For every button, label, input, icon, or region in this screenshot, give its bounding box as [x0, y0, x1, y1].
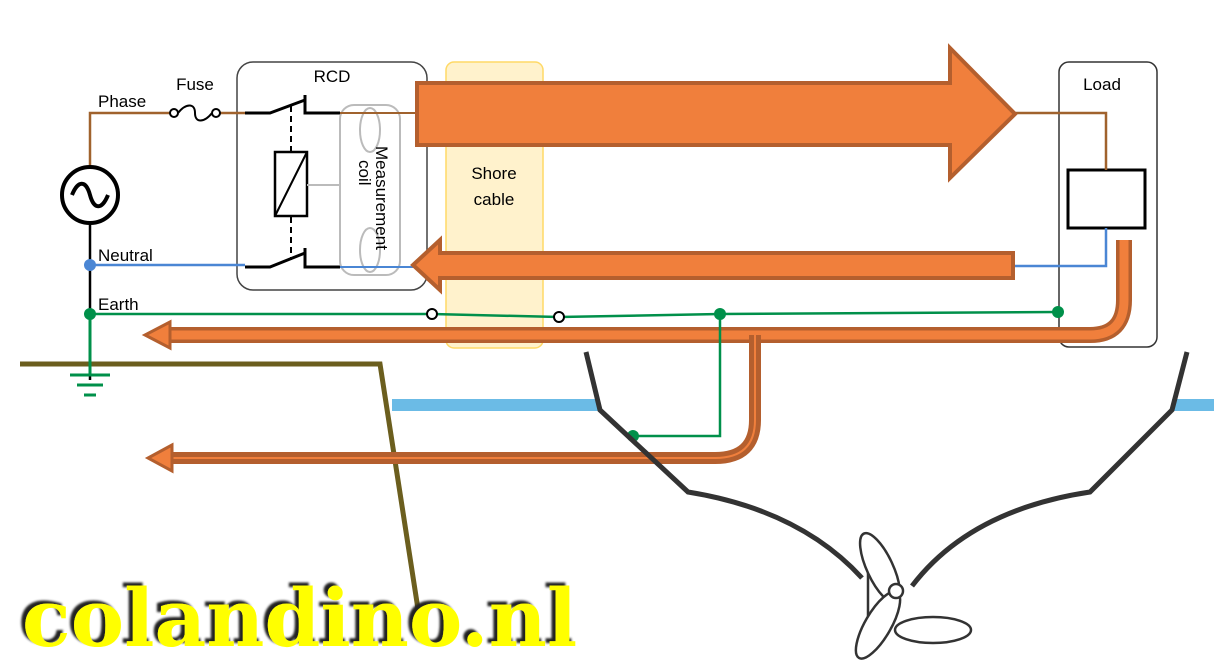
earth-node-boat — [714, 308, 726, 320]
earth-node-load — [1052, 306, 1064, 318]
phase-label: Phase — [98, 92, 146, 111]
neutral-wire-load — [1013, 228, 1108, 268]
shore-cable-label-1: Shore — [471, 164, 516, 183]
connector-icon — [426, 308, 438, 320]
fuse-label: Fuse — [176, 75, 214, 94]
leakage-current-arrow-earth — [141, 240, 1132, 351]
connector-icon — [553, 311, 565, 323]
phase-current-arrow — [415, 43, 1018, 183]
neutral-label: Neutral — [98, 246, 153, 265]
earth-wire-hull — [633, 314, 722, 438]
load-element — [1066, 168, 1147, 230]
propeller-icon — [854, 531, 973, 660]
measurement-coil-label-2: coil — [355, 160, 374, 186]
rcd-box — [236, 61, 428, 291]
ac-source-icon — [60, 165, 120, 225]
ground-line — [20, 361, 423, 623]
fuse-icon — [169, 104, 221, 122]
neutral-current-arrow — [410, 235, 1015, 295]
leakage-current-arrow-water — [144, 335, 761, 474]
shore-cable-label-2: cable — [474, 190, 515, 209]
earth-node — [84, 308, 96, 320]
site-logo: colandino.nl — [22, 571, 577, 660]
load-box — [1058, 61, 1158, 348]
rcd-switch-icon — [245, 95, 340, 269]
phase-wire-load — [1015, 111, 1108, 170]
boat-hull — [583, 351, 1190, 588]
earth-label: Earth — [98, 295, 139, 314]
earth-wire — [90, 310, 1059, 319]
rcd-label: RCD — [314, 67, 351, 86]
phase-wire — [88, 111, 172, 167]
load-label: Load — [1083, 75, 1121, 94]
measurement-coil-label-1: Measurement — [372, 146, 391, 250]
neutral-node — [84, 259, 96, 271]
ground-symbol-icon — [70, 314, 110, 397]
measurement-coil-icon — [307, 104, 401, 276]
